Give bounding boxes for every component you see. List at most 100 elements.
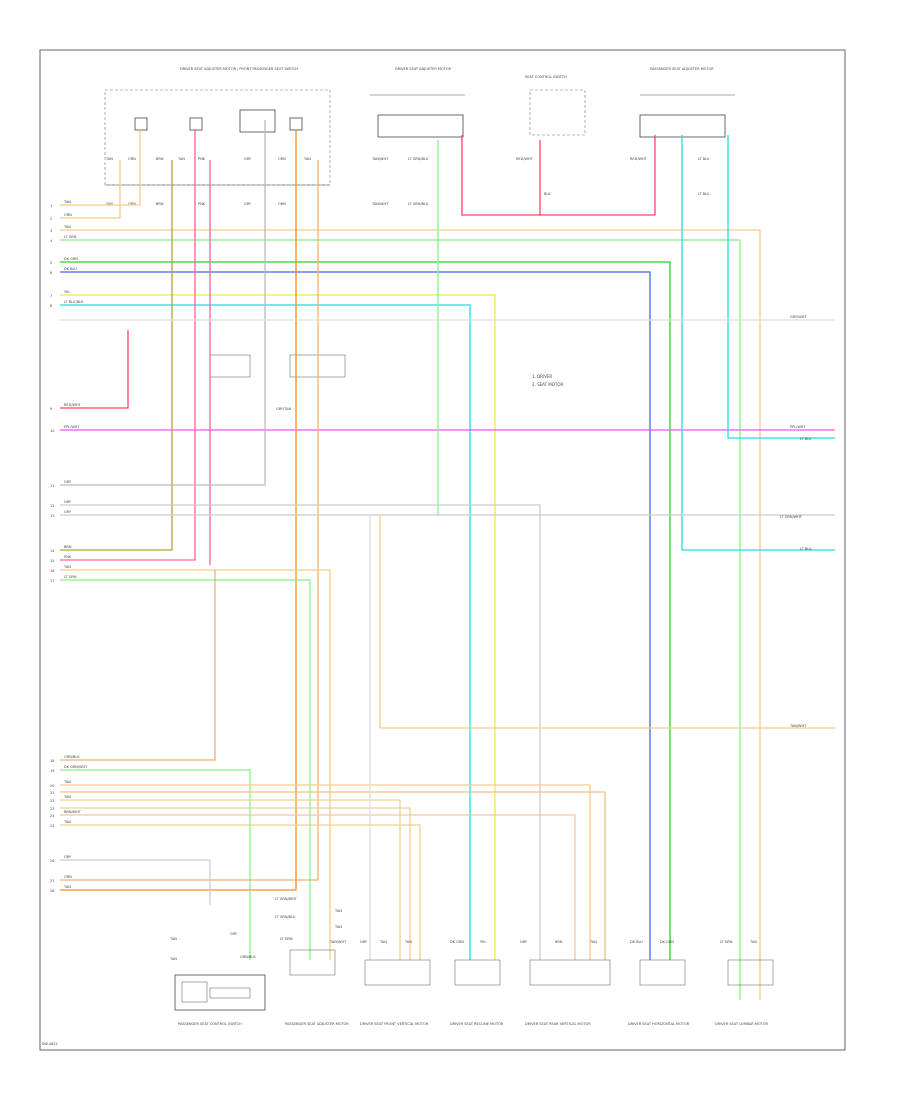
svg-text:LT GRN: LT GRN [720, 940, 733, 944]
driver-seat-rear-vertical-motor [529, 959, 611, 986]
svg-text:LT GRN/WHT: LT GRN/WHT [780, 515, 803, 519]
passenger-seat-adjuster-motor-bottom [289, 949, 336, 976]
mid-legend-line1: 1. DRIVER [532, 374, 552, 379]
driver-seat-recline-motor [454, 959, 501, 986]
svg-text:TAN: TAN [63, 225, 71, 229]
right-wire-labels: GRY/WHT PPL/WHT LT BLU LT GRN/WHT LT BLU… [780, 315, 812, 728]
wire-orange-l3 [60, 791, 606, 960]
svg-text:TAN/WHT: TAN/WHT [329, 940, 347, 944]
svg-text:PPL/WHT: PPL/WHT [790, 425, 806, 429]
seat-control-module-label: DRIVER SEAT ADJUSTER MOTOR / FRONT PASSE… [180, 67, 298, 71]
svg-text:25: 25 [50, 824, 54, 828]
bottom-label-c5: DRIVER SEAT REAR VERTICAL MOTOR [525, 1022, 591, 1026]
bottom-label-c2: PASSENGER SEAT ADJUSTER MOTOR [285, 1022, 349, 1026]
svg-text:TAN: TAN [177, 157, 185, 161]
svg-text:LT BLU: LT BLU [698, 157, 710, 161]
svg-text:LT GRN: LT GRN [64, 235, 77, 239]
diagram-frame [39, 49, 846, 1051]
svg-text:GRY: GRY [244, 202, 252, 206]
svg-text:TAN: TAN [334, 909, 342, 913]
svg-text:GRY/TAN: GRY/TAN [276, 407, 291, 411]
left-wire-labels: TAN ORN TAN LT GRN DK GRN DK BLU YEL LT … [63, 200, 88, 889]
svg-text:LT GRN: LT GRN [64, 575, 77, 579]
wire-tan-l1 [60, 569, 331, 960]
svg-text:2: 2 [50, 217, 52, 221]
svg-text:3: 3 [50, 229, 52, 233]
svg-text:ORN/BLK: ORN/BLK [64, 755, 80, 759]
seat-control-switch-label: SEAT CONTROL SWITCH [525, 75, 567, 79]
svg-text:15: 15 [50, 559, 54, 563]
bottom-label-c4: DRIVER SEAT RECLINE MOTOR [450, 1022, 504, 1026]
svg-text:6: 6 [50, 271, 52, 275]
wire-tan-l5 [60, 807, 411, 960]
svg-text:13: 13 [50, 514, 54, 518]
driver-seat-horizontal-motor [639, 959, 686, 986]
bottom-components: TAN TAN GRY ORN/BLK PASSENGER SEAT CONTR… [169, 897, 774, 1026]
wire-red-center [461, 135, 541, 216]
bottom-label-c3: DRIVER SEAT FRONT VERTICAL MOTOR [360, 1022, 429, 1026]
svg-text:ORN: ORN [64, 875, 72, 879]
passenger-seat-control-switch [174, 974, 266, 1011]
svg-text:TAN: TAN [63, 780, 71, 784]
svg-text:DK GRN: DK GRN [64, 257, 78, 261]
wire-pink [60, 130, 196, 561]
svg-text:12: 12 [50, 504, 54, 508]
svg-text:LT GRN/BLK: LT GRN/BLK [408, 157, 429, 161]
wire-tan-l7 [60, 824, 421, 960]
wire-tan-2 [60, 160, 121, 219]
wire-olive [60, 160, 173, 551]
svg-text:YEL: YEL [64, 290, 70, 294]
svg-text:20: 20 [50, 784, 54, 788]
svg-text:TAN: TAN [334, 925, 342, 929]
svg-text:26: 26 [50, 859, 54, 863]
driver-seat-front-vertical-motor [364, 959, 431, 986]
wire-cyan-mid [60, 304, 471, 960]
svg-text:BRN: BRN [555, 940, 563, 944]
svg-text:ORN: ORN [128, 202, 136, 206]
svg-text:DK BLU: DK BLU [630, 940, 643, 944]
svg-text:RED/WHT: RED/WHT [64, 403, 82, 407]
bottom-label-c6: DRIVER SEAT HORIZONTAL MOTOR [628, 1022, 690, 1026]
svg-text:TAN: TAN [63, 200, 71, 204]
svg-text:GRY: GRY [64, 855, 72, 859]
svg-text:TAN/WHT: TAN/WHT [371, 202, 389, 206]
seat-control-module: DRIVER SEAT ADJUSTER MOTOR / FRONT PASSE… [104, 67, 331, 206]
seat-control-switch: SEAT CONTROL SWITCH RED/WHT BLK [516, 75, 586, 196]
svg-text:TAN: TAN [105, 202, 113, 206]
svg-text:27: 27 [50, 879, 54, 883]
svg-text:28: 28 [50, 889, 54, 893]
driver-seat-lumbar-motor [727, 959, 774, 986]
svg-text:LT GRN: LT GRN [280, 937, 293, 941]
wire-tan-v [60, 160, 319, 881]
wire-green [60, 261, 671, 960]
left-pin-labels: 1 2 3 4 5 6 7 8 9 10 11 12 13 14 15 16 1… [50, 204, 55, 893]
svg-text:BRN/WHT: BRN/WHT [64, 810, 82, 814]
svg-text:24: 24 [50, 814, 55, 818]
wire-tan-l2 [60, 784, 591, 960]
svg-text:LT BLU: LT BLU [800, 437, 812, 441]
wire-ltgreen-top [60, 239, 741, 1000]
svg-text:16: 16 [50, 569, 54, 573]
svg-text:TAN: TAN [303, 157, 311, 161]
wire-cyan-right-2 [727, 135, 835, 439]
svg-text:TAN/WHT: TAN/WHT [789, 724, 807, 728]
mid-relays: GRY/TAN [209, 354, 346, 411]
svg-text:LT BLU: LT BLU [698, 192, 710, 196]
svg-text:TAN: TAN [169, 957, 177, 961]
svg-text:ORN: ORN [278, 202, 286, 206]
svg-text:GRY: GRY [244, 157, 252, 161]
svg-text:22: 22 [50, 799, 54, 803]
svg-text:4: 4 [50, 239, 53, 243]
svg-text:LT BLU: LT BLU [800, 547, 812, 551]
svg-text:TAN: TAN [749, 940, 757, 944]
wire-tan-l4 [60, 799, 401, 960]
svg-text:PPL/WHT: PPL/WHT [64, 425, 80, 429]
svg-text:TAN/WHT: TAN/WHT [371, 157, 389, 161]
wire-yellow [60, 294, 496, 960]
wire-tan-1 [60, 130, 141, 206]
svg-text:YEL: YEL [480, 940, 486, 944]
svg-text:LT GRN/BLK: LT GRN/BLK [408, 202, 429, 206]
svg-text:18: 18 [50, 759, 54, 763]
wire-gray-l8 [60, 859, 211, 905]
